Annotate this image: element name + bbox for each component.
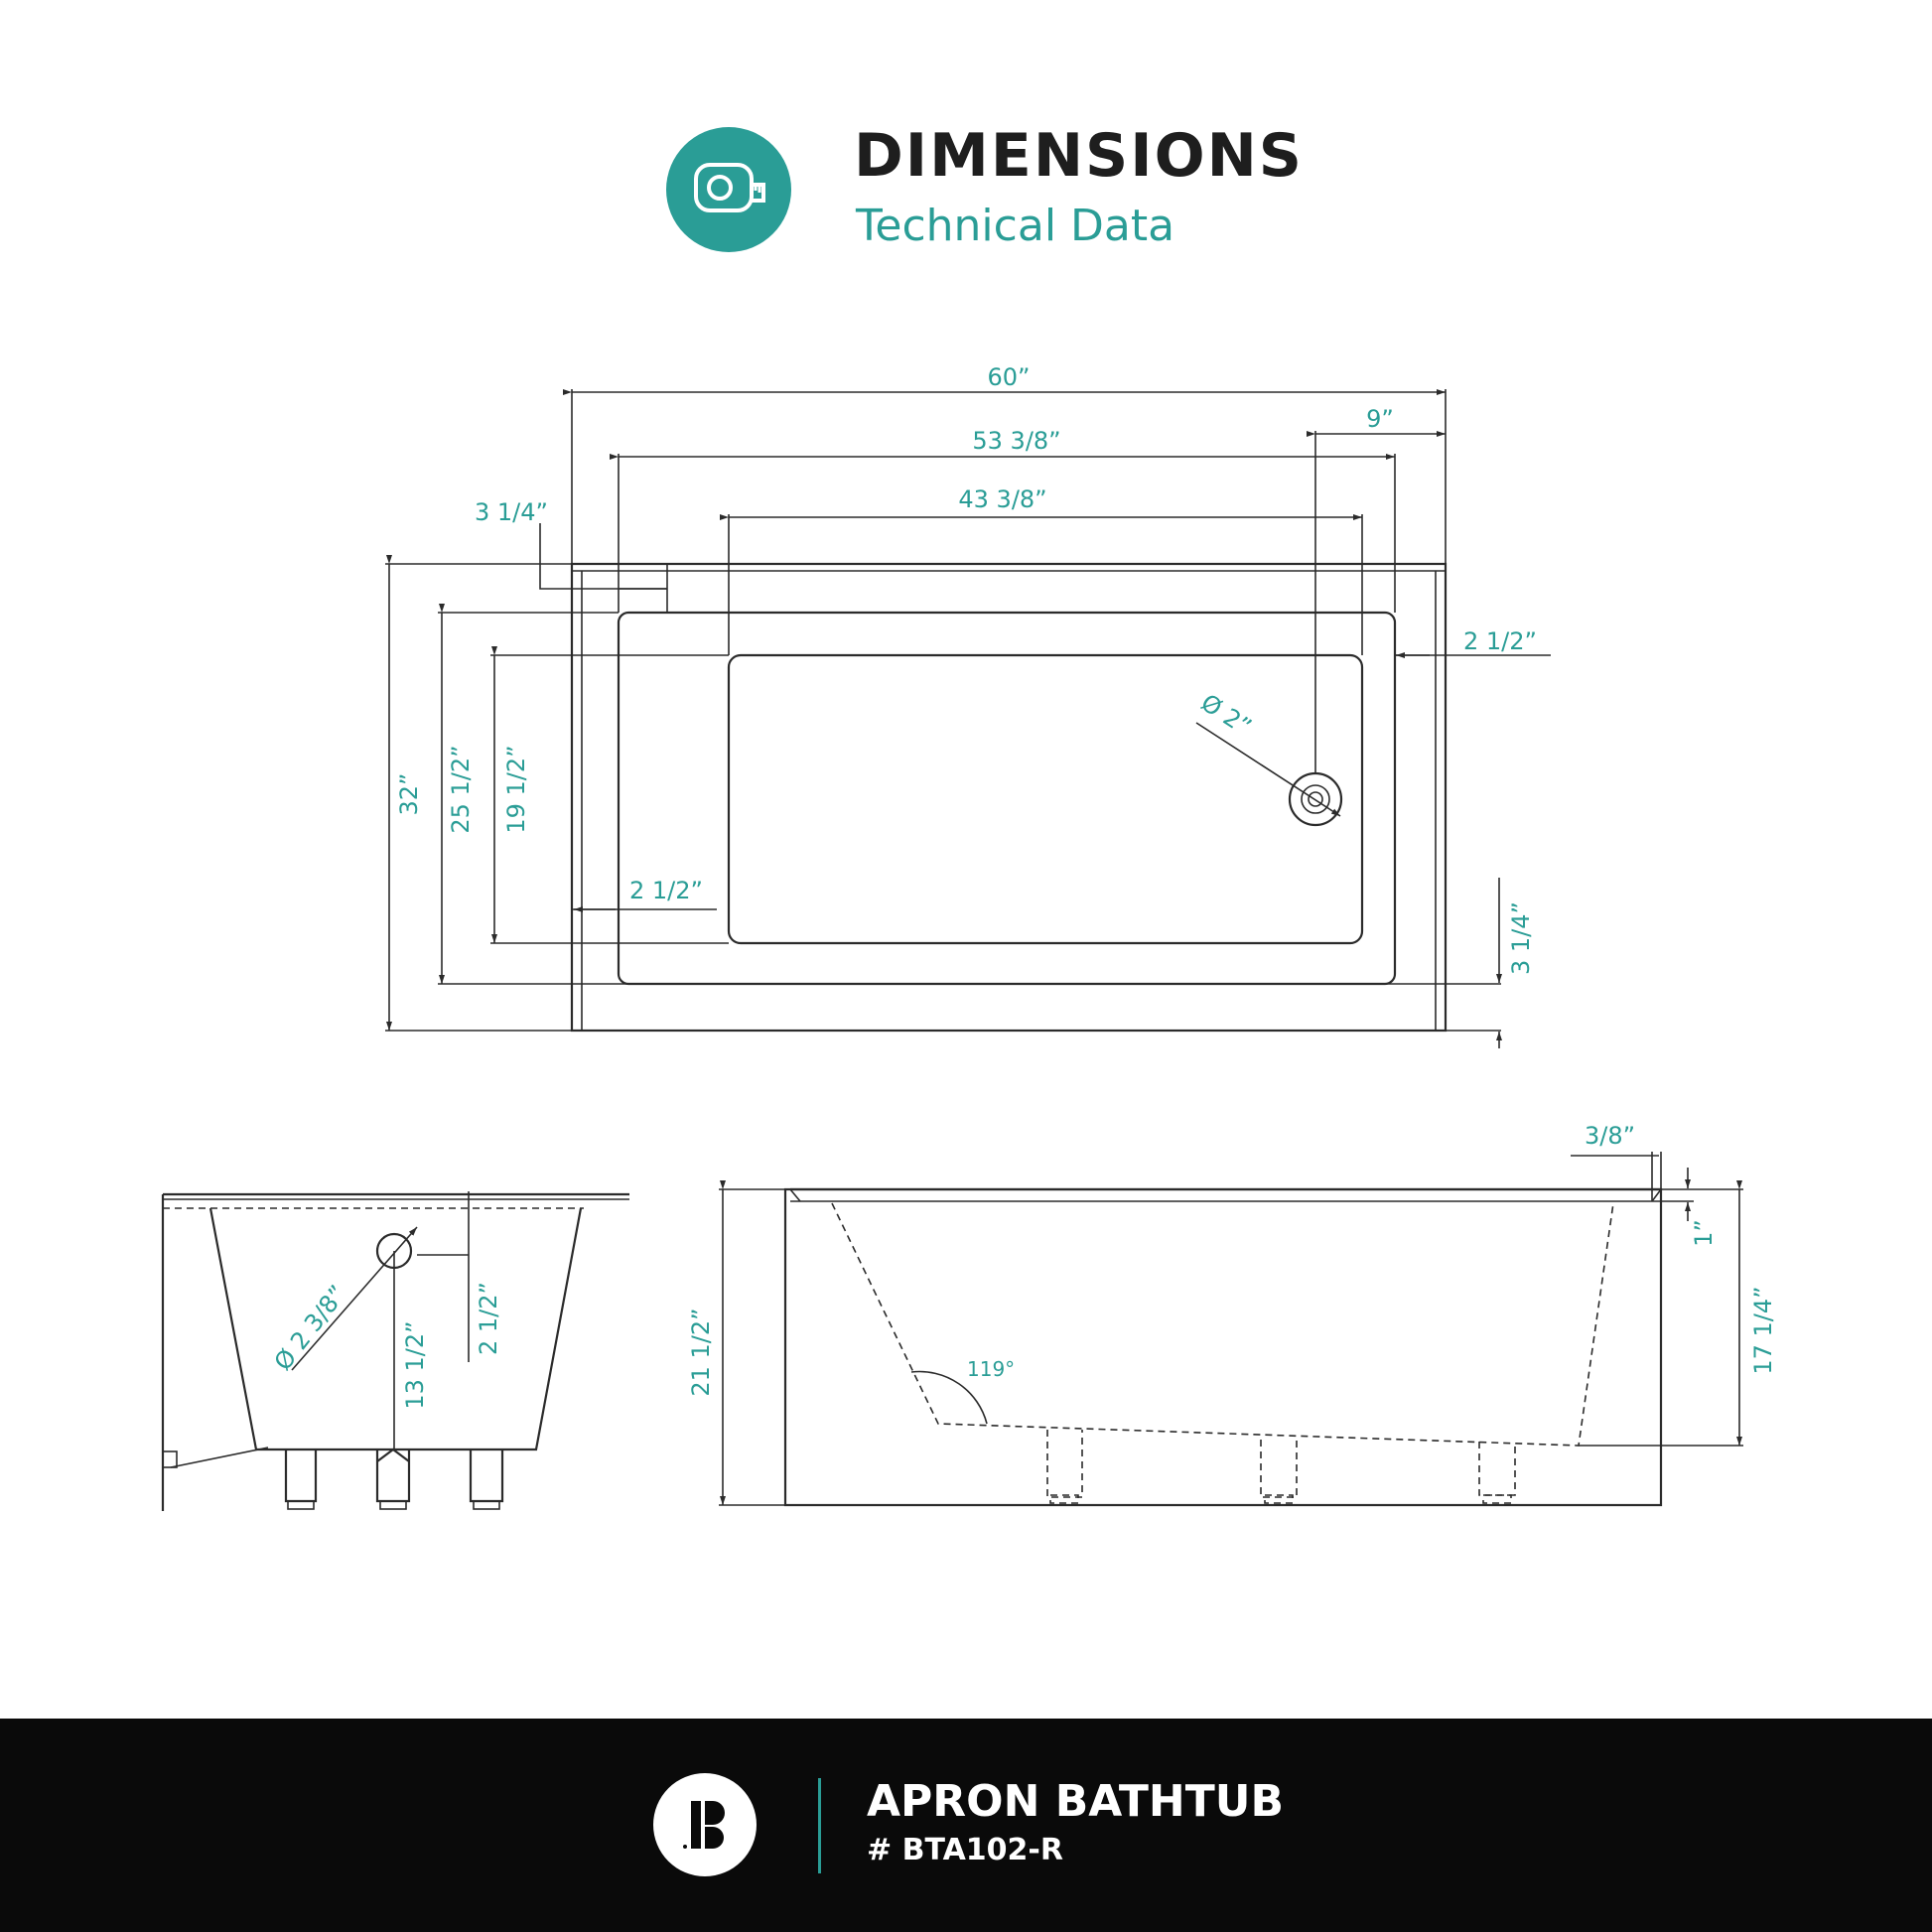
rim-drop-label: 1”	[1690, 1219, 1718, 1247]
rim-left-label: 2 1/2”	[629, 877, 703, 904]
drain-diameter-label: Ø 2”	[1196, 689, 1257, 742]
overflow-offset-label: 2 1/2”	[475, 1282, 502, 1355]
technical-drawing: 60” 53 3/8” 43 3/8” 9” 3 1/4” 2 1/2” Ø 2…	[161, 363, 1777, 1511]
product-sku: # BTA102-R	[867, 1833, 1063, 1867]
lip-label: 3/8”	[1585, 1122, 1635, 1150]
measuring-tape-icon	[666, 127, 791, 252]
page-title: DIMENSIONS	[854, 121, 1305, 191]
brand-logo-icon	[653, 1773, 757, 1876]
basin-length-label: 43 3/8”	[958, 485, 1046, 513]
footer-bar: APRON BATHTUB # BTA102-R	[0, 1719, 1932, 1932]
backrest-angle-label: 119°	[967, 1357, 1015, 1381]
overflow-height-label: 13 1/2”	[401, 1320, 429, 1409]
basin-width-label: 19 1/2”	[502, 745, 530, 833]
inner-rim-width-label: 25 1/2”	[447, 745, 475, 833]
basin-depth-label: 17 1/4”	[1749, 1286, 1777, 1374]
inner-rim-length-label: 53 3/8”	[972, 427, 1060, 455]
page-subtitle: Technical Data	[856, 201, 1175, 251]
product-name: APRON BATHTUB	[867, 1776, 1285, 1827]
apron-depth-label: 3 1/4”	[1507, 901, 1535, 975]
rim-top-label: 3 1/4”	[475, 498, 548, 526]
footer-divider	[818, 1778, 821, 1873]
drain-offset-label: 9”	[1366, 405, 1394, 433]
top-view: 60” 53 3/8” 43 3/8” 9” 3 1/4” 2 1/2” Ø 2…	[385, 363, 1551, 1048]
overall-height-label: 21 1/2”	[687, 1308, 715, 1396]
end-view: Ø 2 3/8” 13 1/2” 2 1/2”	[161, 1191, 629, 1511]
overall-width-label: 32”	[395, 773, 423, 816]
rim-right-label: 2 1/2”	[1463, 627, 1537, 655]
overall-length-label: 60”	[988, 363, 1031, 391]
side-view: 21 1/2” 17 1/4” 3/8” 1” 119°	[687, 1122, 1777, 1507]
overflow-diameter-label: Ø 2 3/8”	[269, 1280, 352, 1375]
